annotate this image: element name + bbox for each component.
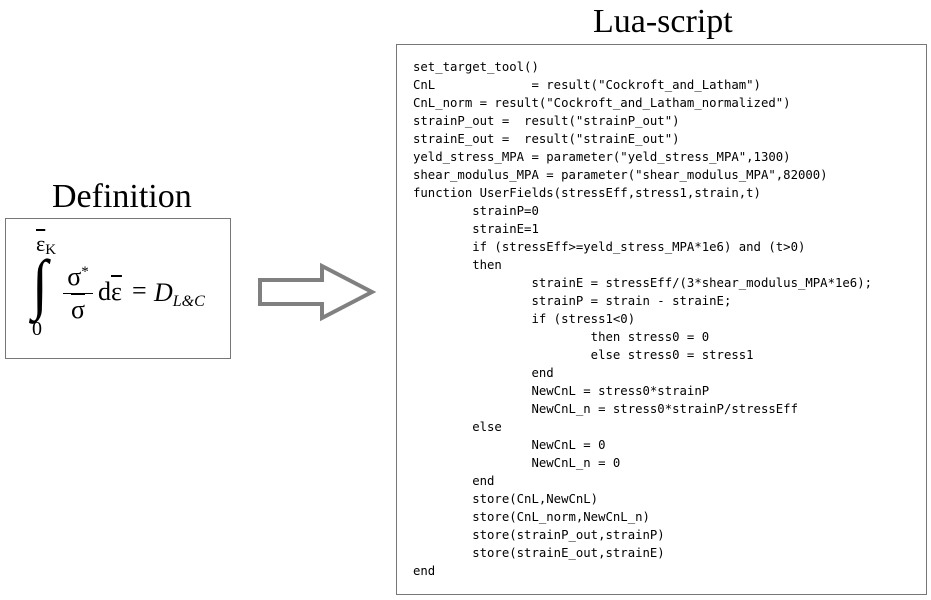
code-line: CnL_norm = result("Cockroft_and_Latham_n… — [413, 96, 791, 110]
differential: dε — [98, 277, 122, 306]
code-line: set_target_tool() — [413, 60, 539, 74]
code-line: strainP=0 — [413, 204, 539, 218]
code-line: yeld_stress_MPA = parameter("yeld_stress… — [413, 150, 791, 164]
fraction-denominator: σ — [70, 295, 85, 324]
lua-script-title: Lua-script — [593, 3, 733, 40]
code-line: NewCnL = stress0*strainP — [413, 384, 710, 398]
code-line: CnL = result("Cockroft_and_Latham") — [413, 78, 761, 92]
code-line: end — [413, 366, 554, 380]
code-line: else — [413, 420, 502, 434]
code-line: if (stress1<0) — [413, 312, 636, 326]
code-box: set_target_tool() CnL = result("Cockroft_… — [396, 44, 927, 595]
code-listing: set_target_tool() CnL = result("Cockroft_… — [413, 58, 872, 580]
equals-sign: = — [132, 276, 147, 305]
code-line: shear_modulus_MPA = parameter("shear_mod… — [413, 168, 828, 182]
code-line: then — [413, 258, 502, 272]
code-line: strainE=1 — [413, 222, 539, 236]
code-line: strainE_out = result("strainE_out") — [413, 132, 680, 146]
code-line: function UserFields(stressEff,stress1,st… — [413, 186, 761, 200]
code-line: store(CnL,NewCnL) — [413, 492, 599, 506]
code-line: store(strainP_out,strainP) — [413, 528, 665, 542]
code-line: strainP = strain - strainE; — [413, 294, 732, 308]
definition-box: εK ∫ 0 σ* σ dε = DL&C — [5, 218, 231, 359]
fraction-line — [63, 293, 93, 294]
stress-fraction: σ* σ — [63, 257, 93, 325]
code-line: NewCnL_n = stress0*strainP/stressEff — [413, 402, 798, 416]
code-line: store(CnL_norm,NewCnL_n) — [413, 510, 650, 524]
code-line: else stress0 = stress1 — [413, 348, 754, 362]
code-line: if (stressEff>=yeld_stress_MPA*1e6) and … — [413, 240, 806, 254]
code-line: end — [413, 564, 436, 578]
code-line: then stress0 = 0 — [413, 330, 710, 344]
code-line: strainE = stressEff/(3*shear_modulus_MPA… — [413, 276, 873, 290]
code-line: NewCnL_n = 0 — [413, 456, 621, 470]
code-line: NewCnL = 0 — [413, 438, 606, 452]
definition-title: Definition — [52, 178, 192, 215]
fraction-numerator: σ* — [67, 262, 89, 291]
code-line: store(strainE_out,strainE) — [413, 546, 665, 560]
code-line: strainP_out = result("strainP_out") — [413, 114, 680, 128]
code-line: end — [413, 474, 495, 488]
integral-upper-limit: εK — [36, 231, 57, 258]
integral-sign: ∫ — [32, 246, 48, 322]
integral-lower-limit: 0 — [32, 318, 42, 340]
damage-criterion-symbol: DL&C — [154, 278, 205, 310]
right-arrow-icon — [258, 262, 377, 322]
